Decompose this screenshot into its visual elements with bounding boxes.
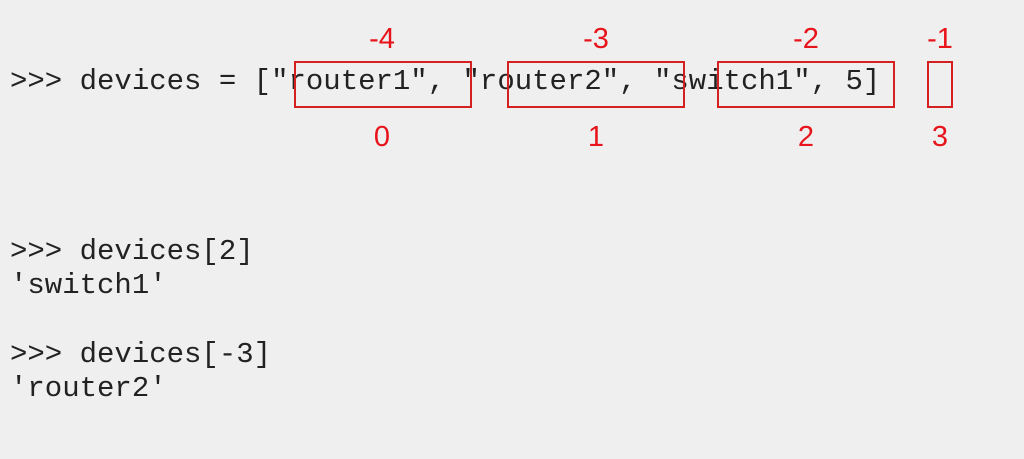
list-item-1: "router2" — [462, 65, 620, 98]
list-definition-line: >>> devices = ["router1", "router2", "sw… — [10, 65, 880, 99]
example-result-2: 'router2' — [10, 372, 167, 405]
negative-index-2: -2 — [793, 23, 819, 55]
negative-index-3: -1 — [927, 23, 953, 55]
separator: , — [810, 65, 846, 98]
separator: , — [619, 65, 654, 98]
item-box-0 — [294, 61, 472, 108]
item-box-1 — [507, 61, 685, 108]
open-bracket: [ — [253, 65, 272, 98]
negative-index-1: -3 — [583, 23, 609, 55]
positive-index-3: 3 — [931, 121, 949, 153]
close-bracket: ] — [862, 65, 881, 98]
list-item-3: 5 — [845, 65, 863, 98]
negative-index-0: -4 — [369, 23, 395, 55]
item-box-2 — [717, 61, 895, 108]
item-box-3 — [927, 61, 953, 108]
positive-index-1: 1 — [587, 121, 605, 153]
separator: , — [427, 65, 463, 98]
example-command-1: >>> devices[2] — [10, 235, 254, 268]
example-result-1: 'switch1' — [10, 269, 167, 302]
prompt: >>> — [10, 65, 80, 98]
positive-index-2: 2 — [797, 121, 815, 153]
list-item-0: "router1" — [271, 65, 428, 98]
example-command-2: >>> devices[-3] — [10, 338, 272, 371]
variable-name: devices — [79, 65, 202, 98]
assign-operator: = — [201, 65, 254, 98]
list-item-2: "switch1" — [653, 65, 811, 98]
positive-index-0: 0 — [373, 121, 391, 153]
